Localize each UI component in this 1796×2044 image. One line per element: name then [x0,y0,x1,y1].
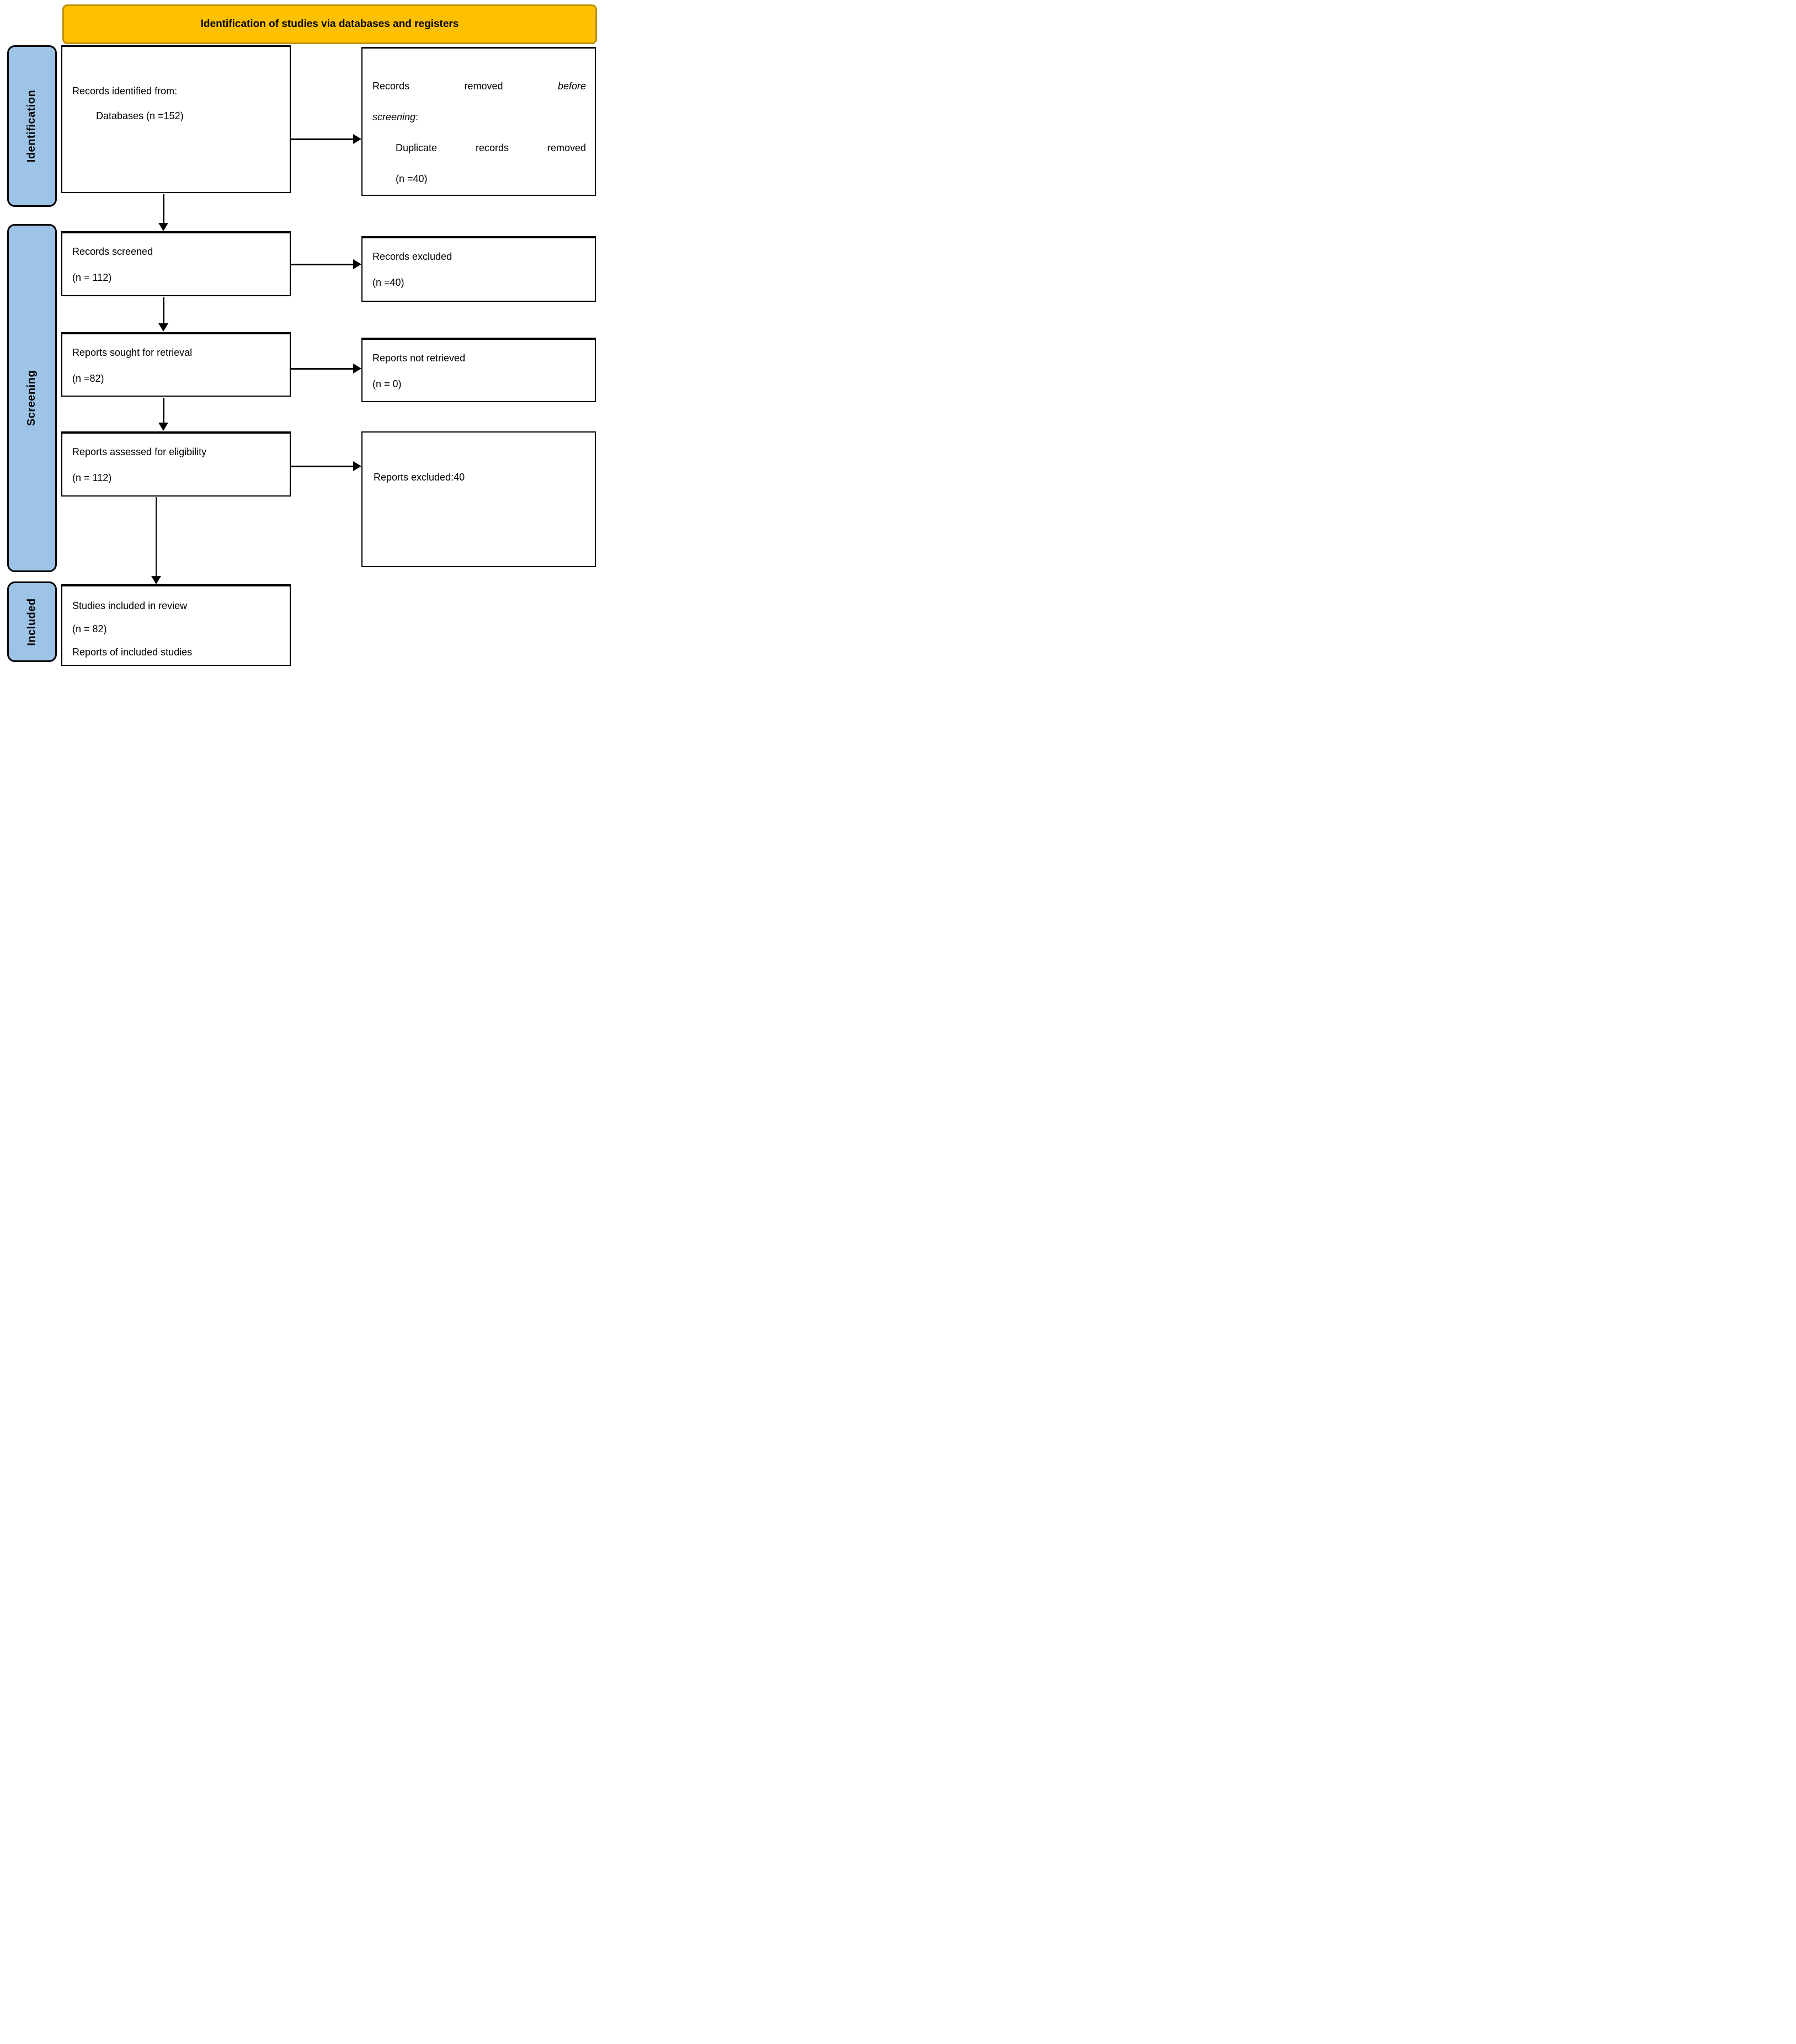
prisma-flow-diagram: Identification of studies via databases … [0,0,599,681]
box-records-removed-line1: Records removed before [372,71,586,102]
stage-label-identification: Identification [7,45,57,207]
box-records-identified: Records identified from: Databases (n =1… [61,45,291,193]
box-records-removed-line4: (n =40) [396,173,428,184]
box-reports-not-retrieved-line1: Reports not retrieved [372,353,466,364]
word: removed [547,142,586,153]
box-studies-included-line1: Studies included in review [72,600,188,611]
box-reports-assessed-line2: (n = 112) [72,472,112,483]
arrow-shaft [163,194,164,224]
arrow-shaft [291,264,354,265]
box-reports-not-retrieved-line2: (n = 0) [372,378,402,389]
banner-identification-of-studies: Identification of studies via databases … [62,4,597,44]
arrow-shaft [156,497,157,577]
arrow-head-icon [151,576,161,584]
box-records-screened-line2: (n = 112) [72,272,112,283]
box-reports-not-retrieved: Reports not retrieved (n = 0) [361,338,596,402]
box-reports-excluded: Reports excluded:40 [361,431,596,567]
stage-label-included: Included [7,581,57,662]
box-records-screened: Records screened (n = 112) [61,231,291,296]
box-records-screened-line1: Records screened [72,246,153,257]
stage-label-screening: Screening [7,224,57,572]
box-records-removed-line3: Duplicate records removed [396,132,586,163]
stage-label-identification-text: Identification [25,89,38,163]
box-studies-included: Studies included in review (n = 82) Repo… [61,584,291,666]
stage-label-screening-text: Screening [25,370,38,426]
box-reports-sought-line1: Reports sought for retrieval [72,347,193,358]
box-records-excluded: Records excluded (n =40) [361,236,596,302]
word: : [415,111,419,122]
word-italic: screening [372,111,416,122]
word: Duplicate [396,142,438,153]
arrow-head-icon [353,461,361,471]
word: records [475,142,509,153]
arrow-head-icon [158,323,168,332]
arrow-shaft [291,466,354,467]
word: Records [372,81,410,92]
box-studies-included-line2: (n = 82) [72,623,107,634]
arrow-shaft [163,398,164,424]
box-records-removed-before-screening: Records removed before screening: Duplic… [361,47,596,196]
box-records-excluded-line1: Records excluded [372,251,452,262]
arrow-head-icon [353,259,361,269]
box-reports-assessed-line1: Reports assessed for eligibility [72,446,207,457]
arrow-head-icon [353,364,361,373]
word-italic: before [557,81,586,92]
box-studies-included-line3: Reports of included studies [72,647,193,658]
arrow-head-icon [158,423,168,431]
box-reports-assessed: Reports assessed for eligibility (n = 11… [61,431,291,497]
stage-label-included-text: Included [25,597,38,646]
box-reports-excluded-line1: Reports excluded:40 [374,472,465,483]
arrow-shaft [291,368,354,370]
box-reports-sought: Reports sought for retrieval (n =82) [61,332,291,397]
box-records-excluded-line2: (n =40) [372,277,404,288]
box-records-identified-line1: Records identified from: [72,86,178,97]
box-records-identified-line2: Databases (n =152) [96,110,184,121]
box-reports-sought-line2: (n =82) [72,373,104,384]
box-records-removed-line2: screening: [372,102,586,132]
arrow-shaft [163,297,164,324]
banner-title: Identification of studies via databases … [200,18,459,30]
arrow-head-icon [158,223,168,231]
arrow-shaft [291,138,354,140]
word: removed [464,81,503,92]
arrow-head-icon [353,134,361,144]
